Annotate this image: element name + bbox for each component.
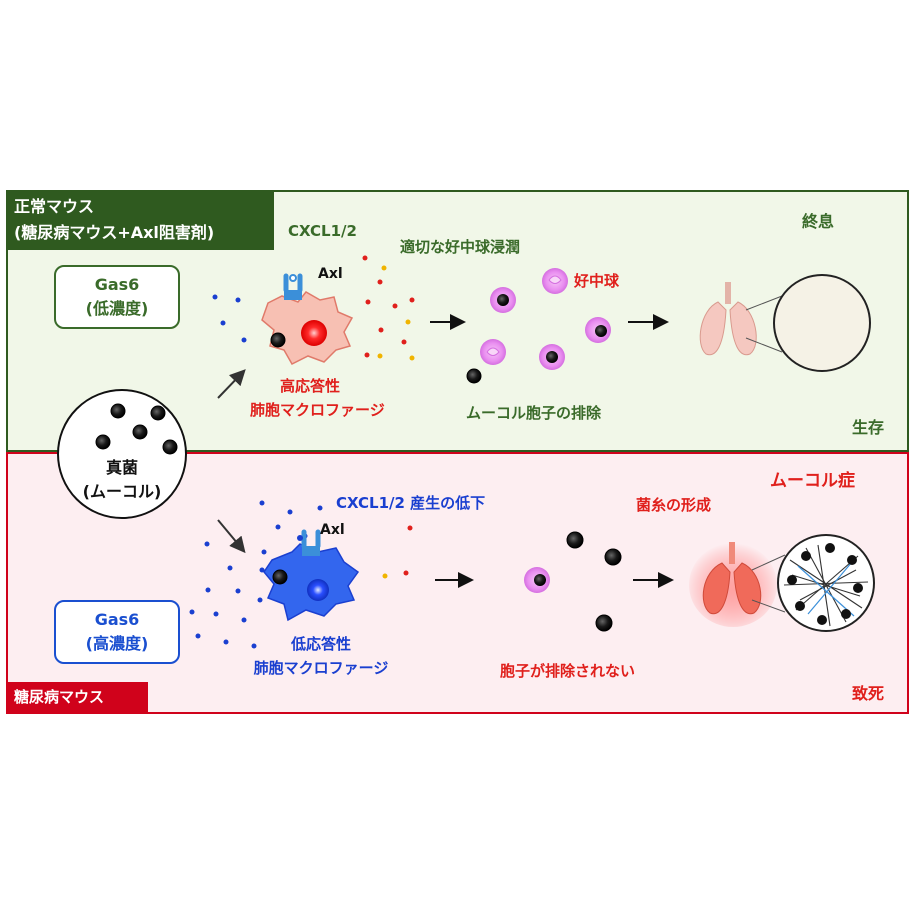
uncleared-spores xyxy=(524,531,622,632)
neutrophil-cluster xyxy=(466,268,611,384)
infected-lung-icon xyxy=(689,542,777,627)
low-response-label: 低応答性 xyxy=(290,635,351,653)
spore-clearance-label: ムーコル胞子の排除 xyxy=(466,404,602,422)
gas6-low-dots xyxy=(212,294,247,343)
diabetic-mouse-tag: 糖尿病マウス xyxy=(6,682,148,712)
normal-mouse-label: 正常マウス xyxy=(14,197,95,216)
axl-label-bottom: Axl xyxy=(320,522,345,538)
lethal-label: 致死 xyxy=(852,684,885,703)
high-response-macrophage-label: 高応答性 肺胞マクロファージ xyxy=(250,374,385,422)
neutrophil-infiltration-label: 適切な好中球浸潤 xyxy=(400,238,521,256)
cxcl-dots-top xyxy=(362,255,415,361)
alveolar-macrophage-label-top: 肺胞マクロファージ xyxy=(250,401,385,419)
cxcl-label-top: CXCL1/2 xyxy=(288,222,357,240)
mucormycosis-label: ムーコル症 xyxy=(770,471,855,491)
zoom-line-bottom xyxy=(745,337,783,353)
resolution-label: 終息 xyxy=(802,212,835,231)
low-response-macrophage xyxy=(263,543,360,622)
fungus-label: 真菌 (ムーコル) xyxy=(72,456,172,504)
zoom-line-top xyxy=(745,295,783,311)
cxcl-dots-bottom xyxy=(382,525,413,579)
gas6-low-box: Gas6 (低濃度) xyxy=(54,265,180,329)
mucor-name: (ムーコル) xyxy=(82,482,162,501)
healthy-tissue-zoom xyxy=(773,274,871,372)
hyphae-formation-label: 菌糸の形成 xyxy=(636,496,712,514)
high-response-label: 高応答性 xyxy=(279,377,340,395)
axl-receptor-bottom xyxy=(297,529,321,556)
axl-label-top: Axl xyxy=(318,266,343,282)
axl-inhibitor-label: (糖尿病マウス+Axl阻害剤) xyxy=(14,223,215,242)
arrow-to-high-macrophage xyxy=(217,369,246,399)
arrow-to-low-macrophage xyxy=(217,519,246,554)
gas6-low-name: Gas6 xyxy=(94,275,140,294)
axl-receptor-top xyxy=(283,273,303,300)
healthy-lung-icon xyxy=(699,282,757,356)
neutrophil-label: 好中球 xyxy=(574,272,620,290)
fungus-name: 真菌 xyxy=(105,458,138,477)
high-response-macrophage xyxy=(261,291,354,365)
gas6-high-name: Gas6 xyxy=(94,610,140,629)
cxcl-reduced-label: CXCL1/2 産生の低下 xyxy=(336,494,486,512)
gas6-high-box: Gas6 (高濃度) xyxy=(54,600,180,664)
zoom-line-infected-bottom xyxy=(751,599,786,613)
low-response-macrophage-label: 低応答性 肺胞マクロファージ xyxy=(236,632,406,680)
survival-label: 生存 xyxy=(852,418,885,437)
alveolar-macrophage-label-bottom: 肺胞マクロファージ xyxy=(253,659,389,677)
gas6-high-concentration: (高濃度) xyxy=(85,634,149,653)
zoom-line-infected-top xyxy=(751,554,786,571)
hyphae-zoom xyxy=(777,534,875,632)
fungus-circle xyxy=(57,389,187,519)
gas6-low-concentration: (低濃度) xyxy=(85,299,149,318)
spores-not-cleared-label: 胞子が排除されない xyxy=(500,662,636,680)
normal-mouse-tag: 正常マウス (糖尿病マウス+Axl阻害剤) xyxy=(6,190,274,250)
